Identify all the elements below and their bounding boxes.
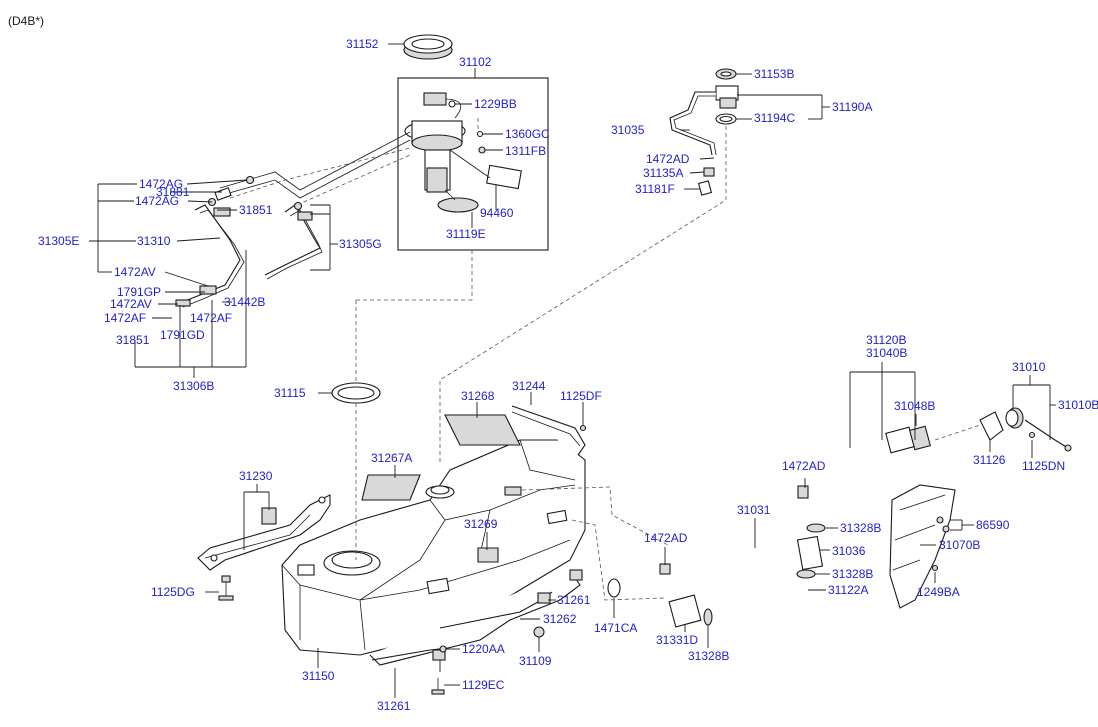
label-31190A: 31190A xyxy=(832,100,872,114)
label-31267A: 31267A xyxy=(371,451,412,465)
label-31851: 31851 xyxy=(239,203,273,217)
label-31126: 31126 xyxy=(973,453,1006,467)
label-31268: 31268 xyxy=(461,389,495,403)
label-31310: 31310 xyxy=(137,234,171,248)
label-31152: 31152 xyxy=(346,37,379,51)
label-31305G: 31305G xyxy=(339,237,382,251)
label-31153B: 31153B xyxy=(754,67,794,81)
label-1360GC: 1360GC xyxy=(505,127,550,141)
label-1125DN: 1125DN xyxy=(1022,459,1065,473)
label-1472AV: 1472AV xyxy=(114,265,156,279)
label-1472AD: 1472AD xyxy=(782,459,826,473)
label-31010B: 31010B xyxy=(1058,398,1098,412)
label-31120B: 31120B xyxy=(866,333,906,347)
label-31115: 31115 xyxy=(274,386,306,400)
label-31048B: 31048B xyxy=(894,399,935,413)
label-31244: 31244 xyxy=(512,379,546,393)
label-31269: 31269 xyxy=(464,517,498,531)
label-31119E: 31119E xyxy=(446,227,486,241)
label-1311FB: 1311FB xyxy=(505,144,546,158)
label-31135A: 31135A xyxy=(643,166,683,180)
label-31261: 31261 xyxy=(557,593,591,607)
callout-labels: 31152 31102 1229BB 1360GC 1311FB 94460 3… xyxy=(38,37,1098,713)
label-31331D: 31331D xyxy=(656,633,698,647)
label-1471CA: 1471CA xyxy=(594,621,637,635)
tank-pad xyxy=(477,547,499,563)
pump-module-box xyxy=(397,77,549,251)
label-1472AD: 1472AD xyxy=(646,152,690,166)
label-31230: 31230 xyxy=(239,469,273,483)
variant-code: (D4B*) xyxy=(8,14,44,28)
label-1229BB: 1229BB xyxy=(474,97,517,111)
label-1791GP: 1791GP xyxy=(117,285,161,299)
label-31328B: 31328B xyxy=(840,521,881,535)
label-1220AA: 1220AA xyxy=(462,642,505,656)
label-31122A: 31122A xyxy=(828,583,868,597)
label-1791GD: 1791GD xyxy=(160,328,205,342)
label-1125DF: 1125DF xyxy=(560,389,602,403)
tank-straps xyxy=(371,405,586,661)
label-31040B: 31040B xyxy=(866,346,907,360)
label-1472AD: 1472AD xyxy=(644,531,688,545)
label-31442B: 31442B xyxy=(224,295,265,309)
label-31070B: 31070B xyxy=(939,538,980,552)
label-31035: 31035 xyxy=(611,123,645,137)
label-31150: 31150 xyxy=(302,669,335,683)
label-31306B: 31306B xyxy=(173,379,214,393)
label-1129EC: 1129EC xyxy=(462,678,505,692)
label-31102: 31102 xyxy=(459,55,492,69)
bolt xyxy=(431,678,445,695)
label-86590: 86590 xyxy=(976,518,1010,532)
gasket-ring xyxy=(331,382,381,404)
label-31109: 31109 xyxy=(519,654,552,668)
label-1472AF: 1472AF xyxy=(104,311,146,325)
vent-valve-assembly xyxy=(669,68,739,196)
label-31010: 31010 xyxy=(1012,360,1046,374)
filler-neck xyxy=(659,425,931,575)
label-31328B: 31328B xyxy=(688,649,729,663)
label-31181F: 31181F xyxy=(635,182,675,196)
nut xyxy=(439,645,447,653)
label-1472AG: 1472AG xyxy=(139,177,183,191)
label-1125DG: 1125DG xyxy=(151,585,195,599)
label-1472AG: 1472AG xyxy=(135,194,179,208)
label-1472AF: 1472AF xyxy=(190,311,232,325)
tank-pad xyxy=(361,474,421,501)
label-1472AV: 1472AV xyxy=(110,297,152,311)
label-31881: 31881 xyxy=(156,185,190,199)
bolt xyxy=(218,575,234,601)
label-94460: 94460 xyxy=(480,206,514,220)
fuel-pump-module xyxy=(404,92,522,213)
label-31305E: 31305E xyxy=(38,234,79,248)
heat-shield-bracket xyxy=(197,494,331,571)
fuel-door-housing xyxy=(889,484,956,609)
tank-pad xyxy=(444,414,521,446)
label-31261: 31261 xyxy=(377,699,411,713)
label-31262: 31262 xyxy=(543,612,577,626)
vapor-tubes xyxy=(175,131,411,308)
label-1249BA: 1249BA xyxy=(917,585,960,599)
label-31194C: 31194C xyxy=(754,111,795,125)
label-31031: 31031 xyxy=(737,503,771,517)
label-31036: 31036 xyxy=(832,544,866,558)
label-31328B: 31328B xyxy=(832,567,873,581)
lock-ring xyxy=(403,34,453,60)
fuel-cap-assembly xyxy=(979,407,1072,452)
grommet xyxy=(533,626,545,638)
filler-hose-parts xyxy=(607,523,826,629)
label-31851: 31851 xyxy=(116,333,150,347)
